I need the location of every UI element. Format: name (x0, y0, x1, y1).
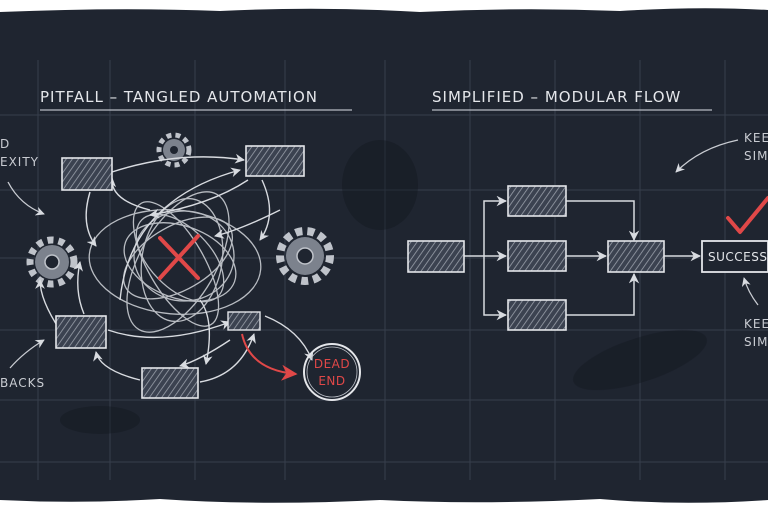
gear-icon (276, 227, 334, 285)
dead-end-label-line-2: END (318, 374, 345, 388)
dead-end-node: DEAD END (303, 343, 361, 401)
success-label: SUCCESS (708, 250, 767, 264)
right-edge-note-bottom-2: SIM (744, 335, 768, 349)
left-panel-title: PITFALL – TANGLED AUTOMATION (40, 88, 318, 106)
input-box (407, 240, 465, 273)
process-box (245, 145, 305, 177)
torn-edge-bottom (0, 499, 768, 512)
x-mark-icon (158, 234, 200, 280)
dead-end-arrow (241, 333, 298, 381)
module-box (507, 185, 567, 217)
left-edge-note-line-1: D (0, 137, 10, 151)
right-edge-arrow-top (675, 139, 739, 173)
modular-connections (464, 195, 702, 321)
dead-end-label-line-1: DEAD (314, 357, 350, 371)
gear-icon (26, 236, 78, 288)
gear-icon (156, 132, 192, 168)
right-edge-note-top-1: KEE (744, 131, 768, 145)
right-edge-arrow-bottom (741, 277, 759, 306)
check-mark-icon (726, 196, 768, 234)
left-edge-arrow-top (7, 181, 45, 216)
left-edge-note-line-2: EXITY (0, 155, 39, 169)
right-edge-note-bottom-1: KEE (744, 317, 768, 331)
left-edge-note-bottom: BACKS (0, 376, 45, 390)
process-box (55, 315, 107, 349)
left-edge-arrow-bottom (9, 339, 45, 369)
chalk-smudges (60, 140, 707, 434)
right-panel-title: SIMPLIFIED – MODULAR FLOW (432, 88, 681, 106)
process-box (141, 367, 199, 399)
right-edge-note-top-2: SIM (744, 149, 768, 163)
module-box (507, 240, 567, 272)
torn-edge-top (0, 0, 768, 12)
success-box (701, 240, 768, 273)
merge-box (607, 240, 665, 273)
module-box (507, 299, 567, 331)
process-box (227, 311, 261, 331)
process-box (61, 157, 113, 191)
tangled-connections (88, 191, 262, 333)
